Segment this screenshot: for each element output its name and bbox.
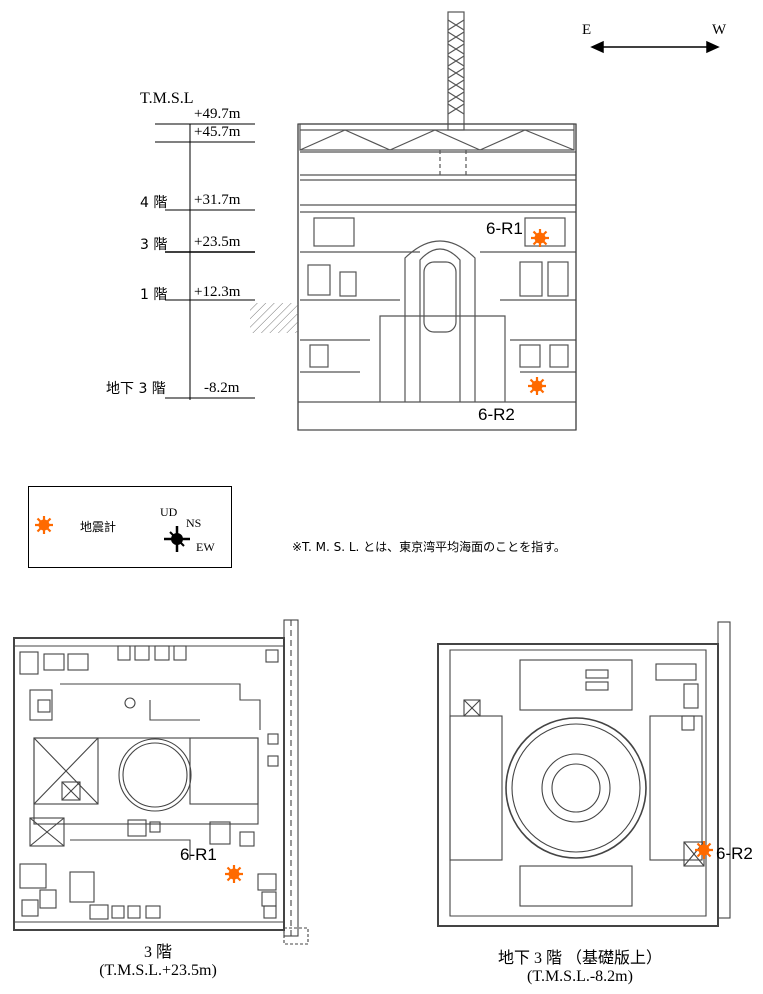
- building-section: [297, 11, 577, 431]
- direction-west-label: W: [712, 22, 727, 38]
- seismometer-axes-icon: [164, 526, 190, 552]
- floor-label: 地下 3 階: [106, 381, 166, 397]
- floor-label: 4 階: [140, 195, 168, 211]
- elevation-value: +49.7m: [194, 106, 241, 122]
- elevation-scale: [155, 123, 255, 400]
- sensor-label-6-r1: 6-R1: [486, 219, 523, 238]
- ground-hatch: [250, 303, 298, 333]
- elevation-value: -8.2m: [204, 380, 240, 396]
- sensor-6-r1-section: [529, 227, 551, 249]
- elevation-value: +12.3m: [194, 284, 241, 300]
- elevation-value: +31.7m: [194, 192, 241, 208]
- elevation-value: +45.7m: [194, 124, 241, 140]
- plan-right-title: 地下 3 階 （基礎版上）: [497, 950, 662, 967]
- legend-box: [28, 486, 232, 568]
- elevation-reference-label: T.M.S.L: [140, 90, 194, 107]
- floor-plan-b3f: [437, 621, 731, 927]
- plan-sensor-label-6-r2: 6-R2: [716, 844, 753, 863]
- floor-label: 1 階: [140, 287, 168, 303]
- legend-ew-label: EW: [196, 540, 215, 554]
- direction-east-label: E: [582, 22, 592, 38]
- sensor-label-6-r2: 6-R2: [478, 405, 515, 424]
- sensor-6-r2-plan: [693, 839, 715, 861]
- legend-ns-label: NS: [186, 516, 202, 530]
- sensor-6-r1-plan: [223, 863, 245, 885]
- legend-sensor-label: 地震計: [80, 520, 117, 534]
- legend-ud-label: UD: [160, 505, 178, 519]
- plan-sensor-label-6-r1: 6-R1: [180, 845, 217, 864]
- note-text: ※T. M. S. L. とは、東京湾平均海面のことを指す。: [292, 540, 566, 554]
- direction-arrow: [590, 40, 720, 54]
- sensor-6-r2-section: [526, 375, 548, 397]
- floor-plan-3f: [13, 619, 309, 945]
- plan-right-subtitle: (T.M.S.L.-8.2m): [527, 968, 633, 985]
- plan-left-title: 3 階: [143, 944, 172, 961]
- plan-left-subtitle: (T.M.S.L.+23.5m): [99, 962, 217, 979]
- floor-label: 3 階: [140, 237, 168, 253]
- elevation-value: +23.5m: [194, 234, 241, 250]
